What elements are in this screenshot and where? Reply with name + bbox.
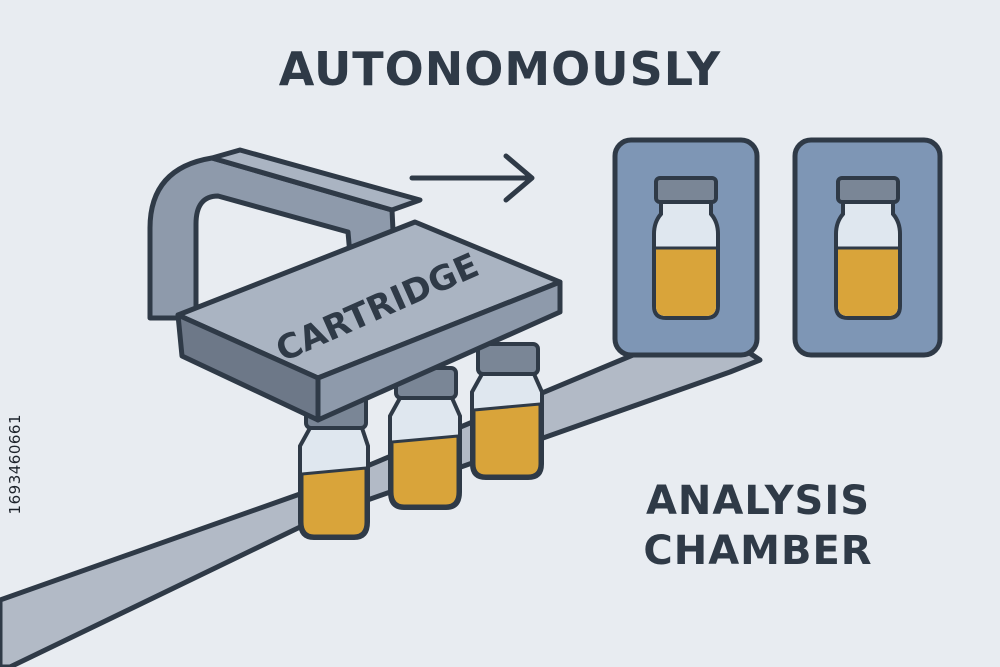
- vial-icon: [652, 176, 720, 320]
- vial-icon: [388, 366, 462, 510]
- stock-id-watermark: 1693460661: [6, 414, 24, 515]
- page-title: AUTONOMOUSLY: [278, 42, 722, 96]
- vial-icon: [470, 342, 544, 480]
- arrow-right-icon: [409, 153, 535, 203]
- chamber-label-line-2: CHAMBER: [643, 528, 873, 574]
- chamber-label-line-1: ANALYSIS: [645, 478, 871, 524]
- analysis-chamber-2: [792, 137, 943, 358]
- analysis-chamber-label: ANALYSIS CHAMBER: [588, 476, 928, 576]
- vial-icon: [834, 176, 902, 320]
- analysis-chamber-1: [612, 137, 760, 358]
- cartridge-body: CARTRIDGE: [175, 219, 563, 423]
